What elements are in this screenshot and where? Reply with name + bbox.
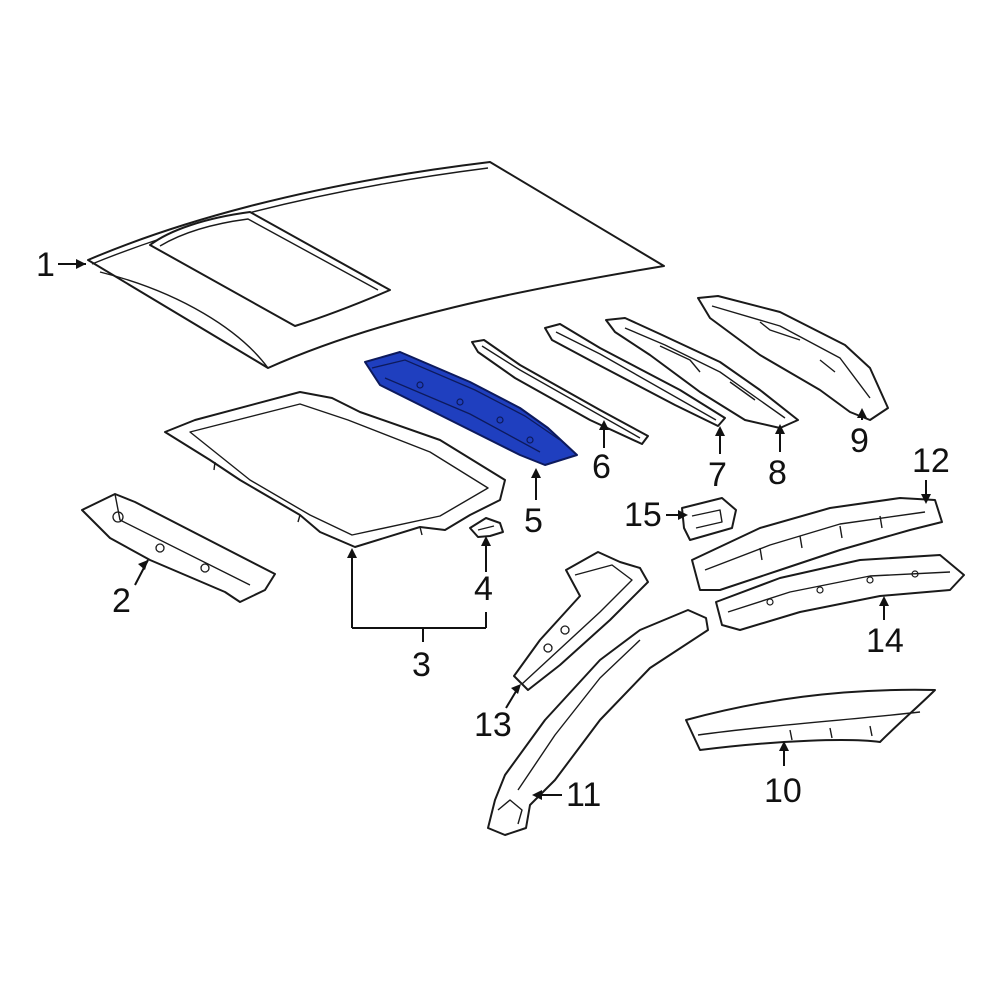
callout-7: 7 bbox=[708, 426, 727, 494]
small-gusset[interactable] bbox=[681, 497, 737, 541]
callout-9-label: 9 bbox=[850, 422, 869, 460]
front-roof-rail[interactable] bbox=[81, 493, 276, 603]
callout-3: 3 bbox=[347, 548, 487, 684]
callout-2: 2 bbox=[112, 559, 149, 620]
callout-8: 8 bbox=[768, 424, 787, 492]
pillar-reinforcement[interactable] bbox=[513, 551, 649, 691]
callout-13-label: 13 bbox=[474, 706, 512, 744]
roof-panel[interactable] bbox=[87, 161, 665, 369]
callout-1-label: 1 bbox=[36, 246, 55, 284]
callout-15-label: 15 bbox=[624, 496, 662, 534]
callout-14-label: 14 bbox=[866, 622, 904, 660]
roof-bow-highlighted[interactable] bbox=[364, 351, 578, 466]
roof-bow-6[interactable] bbox=[471, 339, 649, 445]
side-rail-inner-lower[interactable] bbox=[715, 554, 965, 631]
callout-8-label: 8 bbox=[768, 454, 787, 492]
callout-3-label: 3 bbox=[412, 646, 431, 684]
callout-15: 15 bbox=[624, 496, 688, 534]
callout-9: 9 bbox=[850, 408, 869, 460]
small-bracket[interactable] bbox=[469, 517, 504, 538]
callout-10: 10 bbox=[764, 741, 802, 810]
pillar-inner[interactable] bbox=[487, 609, 709, 836]
callout-1: 1 bbox=[36, 246, 86, 284]
callout-11-label: 11 bbox=[566, 776, 601, 814]
callout-13: 13 bbox=[474, 684, 521, 744]
side-rail-outer[interactable] bbox=[685, 688, 936, 751]
callout-14: 14 bbox=[866, 596, 904, 660]
callout-5: 5 bbox=[524, 468, 543, 540]
callout-4: 4 bbox=[474, 536, 493, 608]
callout-11: 11 bbox=[532, 776, 601, 814]
callout-4-label: 4 bbox=[474, 570, 493, 608]
callout-10-label: 10 bbox=[764, 772, 802, 810]
roof-bow-8[interactable] bbox=[605, 317, 799, 429]
callout-12-label: 12 bbox=[912, 442, 950, 480]
callout-7-label: 7 bbox=[708, 456, 727, 494]
callout-6-label: 6 bbox=[592, 448, 611, 486]
roof-bow-7[interactable] bbox=[544, 323, 726, 427]
sunroof-frame[interactable] bbox=[164, 391, 506, 548]
callout-2-label: 2 bbox=[112, 582, 131, 620]
rear-header[interactable] bbox=[697, 295, 889, 421]
callout-5-label: 5 bbox=[524, 502, 543, 540]
callout-6: 6 bbox=[592, 420, 611, 486]
callout-12: 12 bbox=[912, 442, 950, 504]
side-rail-inner-upper[interactable] bbox=[691, 497, 943, 591]
